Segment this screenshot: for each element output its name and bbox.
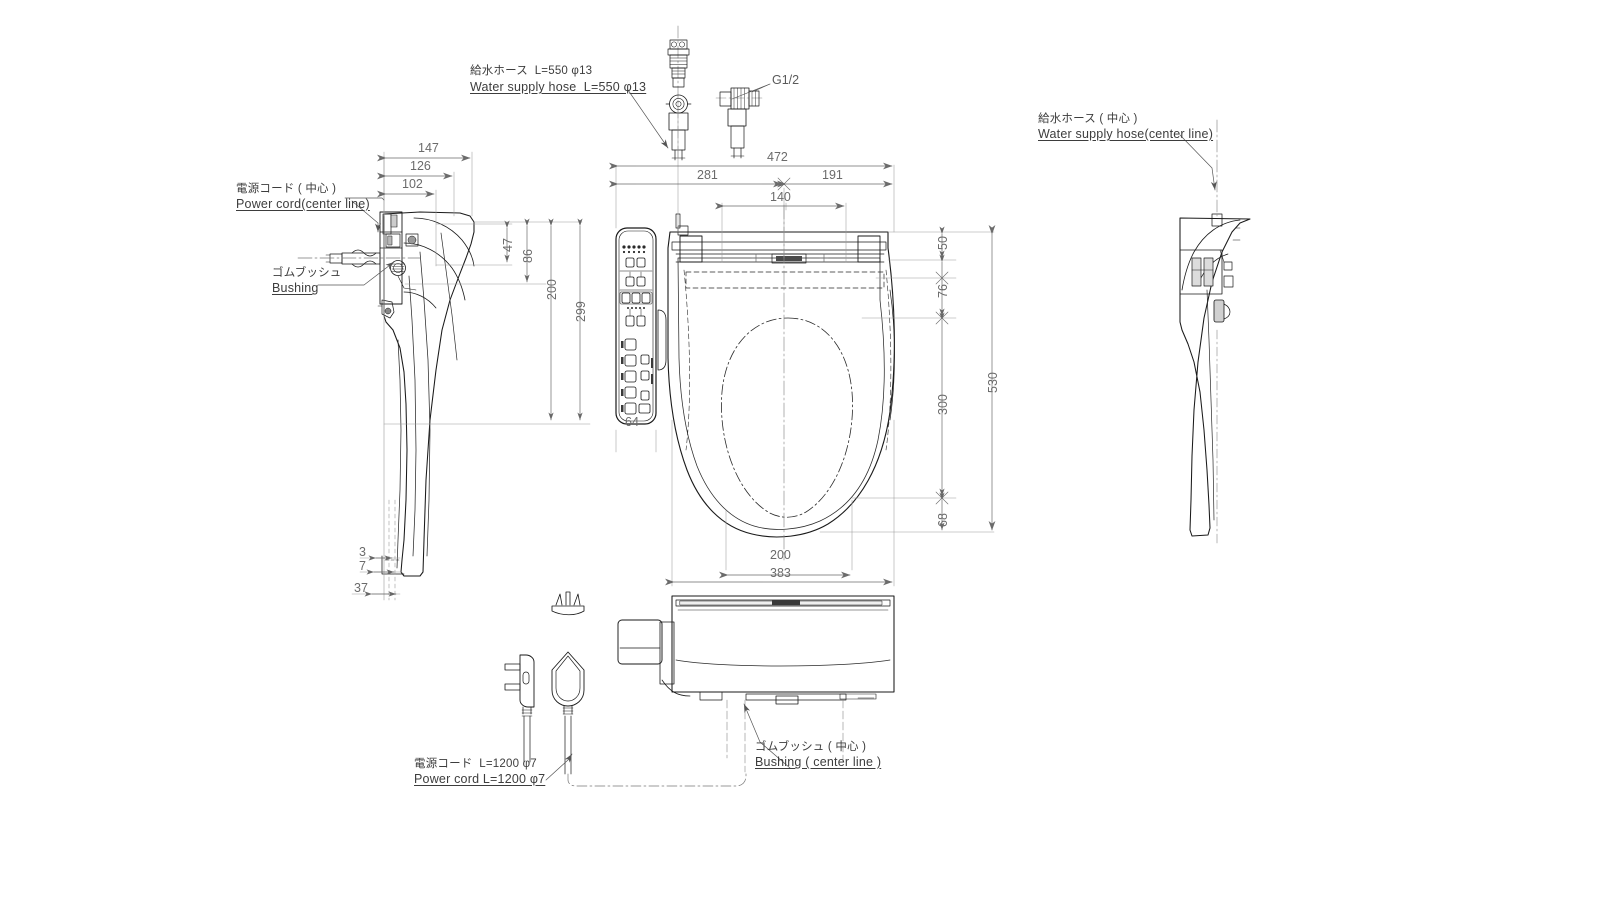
- left-view-vertical-dims: [383, 218, 591, 425]
- water-supply-fitting-right: [715, 83, 771, 159]
- dim-383: 383: [770, 566, 791, 580]
- dim-37: 37: [354, 581, 368, 595]
- dim-64: 64: [625, 415, 639, 429]
- dim-140: 140: [770, 190, 791, 204]
- dim-300: 300: [936, 394, 950, 415]
- dim-200-plan: 200: [770, 548, 791, 562]
- control-panel: [615, 227, 657, 453]
- dim-76: 76: [936, 284, 950, 298]
- label-water-supply-hose-centerline-jp: 給水ホース ( 中心 ): [1038, 113, 1138, 125]
- dim-299: 299: [574, 301, 588, 322]
- label-water-supply-hose-en: Water supply hose L=550 φ13: [470, 80, 647, 94]
- dim-200-side: 200: [545, 279, 559, 300]
- top-view-dims: [609, 99, 996, 587]
- label-water-supply-hose-centerline-en: Water supply hose(center line): [1038, 127, 1214, 141]
- label-bushing-jp: ゴムブッシュ: [272, 267, 342, 279]
- dim-102: 102: [402, 177, 423, 191]
- label-power-cord-length-en: Power cord L=1200 φ7: [414, 772, 546, 786]
- label-bushing-centerline-en: Bushing ( center line ): [755, 755, 882, 769]
- label-power-cord-length-jp: 電源コード L=1200 φ7: [414, 758, 537, 770]
- dim-191: 191: [822, 168, 843, 182]
- label-bushing-en: Bushing: [272, 281, 319, 295]
- dim-3: 3: [359, 545, 366, 559]
- label-power-cord-centerline-jp: 電源コード ( 中心 ): [236, 183, 337, 195]
- dim-126: 126: [410, 159, 431, 173]
- dim-7: 7: [359, 559, 366, 573]
- bushing-detail: [325, 249, 381, 268]
- dim-281: 281: [697, 168, 718, 182]
- left-view-bottom-dims: [351, 555, 403, 597]
- power-plug-detail: [504, 591, 747, 787]
- left-side-view: [297, 155, 475, 601]
- dim-530: 530: [986, 372, 1000, 393]
- top-view: [667, 213, 895, 538]
- left-view-horizontal-dims: [377, 151, 473, 267]
- dim-147: 147: [418, 141, 439, 155]
- dim-86: 86: [521, 249, 535, 263]
- label-water-supply-hose-jp: 給水ホース L=550 φ13: [470, 65, 593, 77]
- right-side-view: [1179, 119, 1251, 546]
- label-thread-spec: G1/2: [772, 73, 800, 87]
- label-power-cord-centerline-en: Power cord(center line): [236, 197, 370, 211]
- water-supply-fitting-left: [665, 25, 692, 161]
- front-elevation-view: [617, 595, 895, 773]
- dim-472: 472: [767, 150, 788, 164]
- dim-50: 50: [936, 236, 950, 250]
- dim-68: 68: [936, 513, 950, 527]
- label-bushing-centerline-jp: ゴムブッシュ ( 中心 ): [755, 741, 867, 753]
- dim-47: 47: [501, 238, 515, 252]
